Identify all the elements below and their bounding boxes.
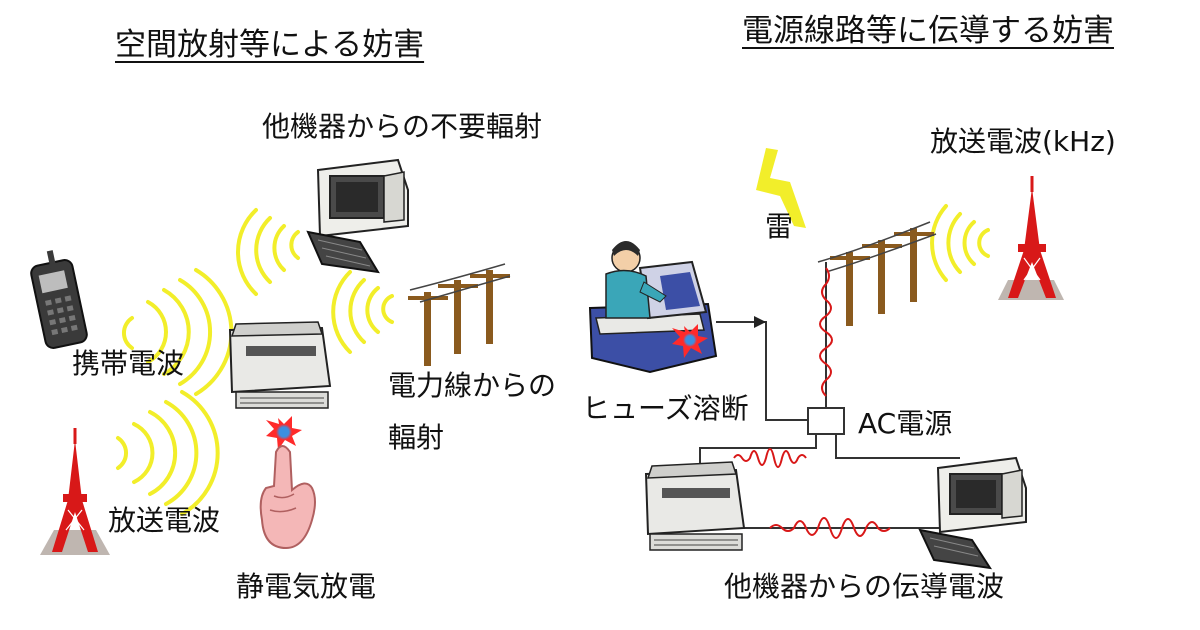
pc-right-icon [918,456,1027,570]
power-poles-right-icon [817,221,937,326]
printer-right-icon [644,461,746,551]
lightning-bolt-icon [756,148,806,228]
finger-hand-icon [259,445,316,550]
power-poles-left-icon [408,263,511,366]
broadcast-tower-left-icon [40,428,110,555]
mobile-phone-icon [30,250,88,349]
power-wiring [699,262,960,529]
left-title: 空間放射等による妨害 [115,27,425,63]
operator-person-icon [605,241,667,319]
arrow-head [754,316,766,328]
label-power-line-1: 電力線からの [388,369,557,402]
radiation-waves-broadcast-right [930,204,990,282]
conducted-wave-pc [769,517,891,539]
pc-left-icon [306,158,409,274]
label-esd: 静電気放電 [236,570,377,603]
label-fuse: ヒューズ溶断 [582,392,749,425]
broadcast-tower-right-icon [998,176,1064,300]
radiation-waves-broadcast-left [116,390,220,516]
conducted-wave-vertical [819,267,833,397]
radiation-waves-pc [236,208,300,296]
right-title: 電源線路等に伝導する妨害 [742,13,1114,49]
label-mobile: 携帯電波 [72,347,185,380]
label-broadcast-right: 放送電波(kHz) [930,125,1116,158]
esd-spark-icon [266,416,302,450]
label-lightning: 雷 [765,210,794,243]
conducted-wave-printer [733,448,807,468]
ac-outlet-box [807,407,845,435]
label-broadcast-left: 放送電波 [108,504,221,537]
label-pc-radiation: 他機器からの不要輻射 [262,110,543,143]
radiation-waves-powerline [331,270,394,354]
printer-left-icon [228,321,332,409]
label-power-line-2: 輻射 [388,421,445,454]
label-conducted: 他機器からの伝導電波 [724,570,1005,603]
fuse-spark-icon [672,324,708,358]
label-ac: AC電源 [858,407,953,440]
